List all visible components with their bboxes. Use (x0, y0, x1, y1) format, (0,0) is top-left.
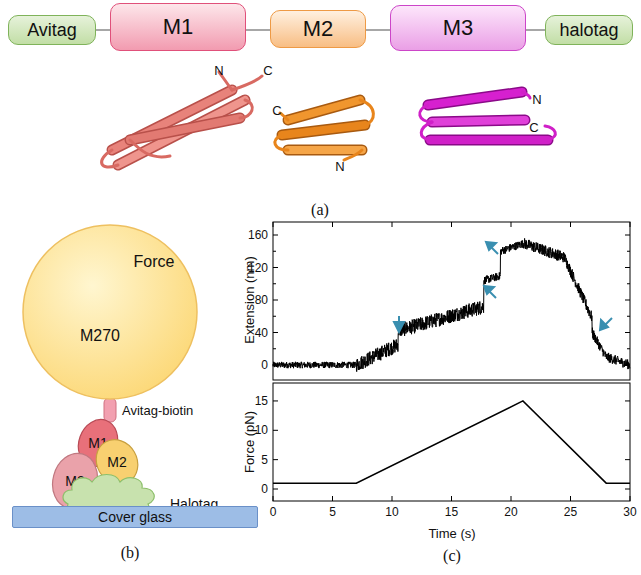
tick-label: 5 (261, 453, 268, 467)
domain-box: Avitag (8, 15, 96, 45)
figure-label: (b) (121, 544, 140, 562)
linker-line (366, 29, 390, 31)
figure-label: N (214, 63, 223, 78)
figure-label: C (263, 63, 272, 78)
domain-box: M1 (110, 3, 246, 51)
avitag-stalk (104, 398, 116, 422)
figure-label: N (335, 159, 344, 174)
domain-box: M2 (270, 10, 366, 48)
force-trace (273, 401, 630, 483)
event-arrows (394, 242, 612, 332)
node-label: Cover glass (98, 509, 172, 525)
node-label: M3 (443, 15, 474, 41)
figure-label: C (529, 120, 538, 135)
tick-label: 80 (255, 293, 268, 307)
figure-label: Time (s) (428, 526, 475, 541)
circle-outline (23, 225, 197, 399)
domain-box: M3 (390, 5, 526, 51)
linker-line (526, 29, 545, 31)
extension-trace (273, 238, 630, 371)
tick-label: 25 (564, 505, 577, 519)
node-label: M2 (303, 16, 334, 42)
figure-label: N (532, 92, 541, 107)
plot-frames (273, 222, 630, 501)
tick-label: 15 (255, 394, 268, 408)
node-label: M270 (80, 327, 120, 345)
node-label: halotag (559, 20, 618, 41)
domain-box: Cover glass (12, 506, 258, 528)
node-label: Avitag (27, 20, 77, 41)
figure-label: (c) (443, 547, 461, 565)
tick-label: 0 (261, 358, 268, 372)
figure-label: Avitag-biotin (122, 403, 193, 418)
figure-label: Force (pN) (242, 411, 257, 473)
figure-label: C (272, 103, 281, 118)
m2-cartoon (275, 100, 374, 160)
tick-marks (273, 222, 630, 501)
tick-label: 120 (248, 261, 268, 275)
node-label: M2 (107, 454, 126, 470)
tick-label: 30 (623, 505, 636, 519)
figure-label: Force (134, 253, 175, 271)
circle-node: M270 (22, 224, 198, 400)
node-label: M1 (163, 14, 194, 40)
circle-shape (22, 224, 198, 400)
cloud-node: Halotag (60, 470, 218, 510)
tick-label: 5 (329, 505, 336, 519)
tick-label: 40 (255, 326, 268, 340)
tick-label: 20 (504, 505, 517, 519)
tick-label: 15 (445, 505, 458, 519)
tick-label: 160 (248, 228, 268, 242)
domain-box: halotag (545, 15, 633, 45)
figure-label: (a) (311, 201, 329, 219)
linker-line (96, 29, 110, 31)
tick-label: 0 (270, 505, 277, 519)
m1-cartoon (102, 72, 262, 167)
tick-label: 0 (261, 482, 268, 496)
tick-label: 10 (385, 505, 398, 519)
m3-cartoon (420, 92, 556, 140)
tick-label: 10 (255, 423, 268, 437)
linker-line (246, 29, 270, 31)
